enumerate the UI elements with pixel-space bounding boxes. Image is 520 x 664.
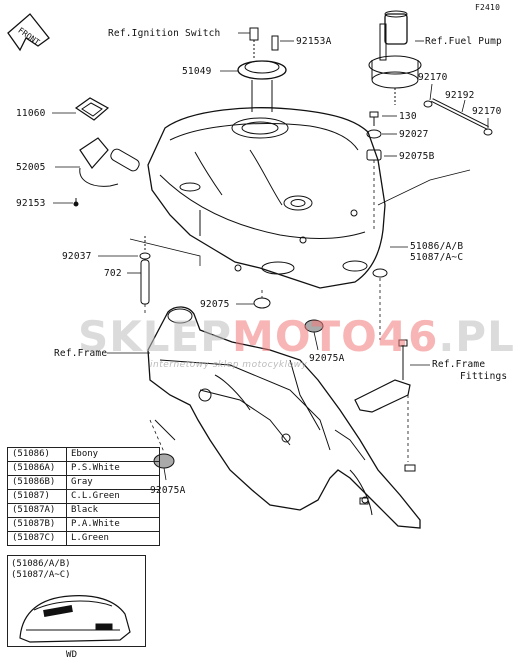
label-92170-b: 92170 bbox=[472, 106, 502, 117]
color-table: (51086)Ebony (51086A)P.S.White (51086B)G… bbox=[7, 447, 160, 546]
table-row: (51087B)P.A.White bbox=[7, 517, 160, 532]
label-92037: 92037 bbox=[62, 251, 92, 262]
wd-line-1: (51086/A/B) bbox=[11, 559, 71, 569]
label-11060: 11060 bbox=[16, 108, 46, 119]
fuel-pump bbox=[368, 10, 422, 105]
page-code: F2410 bbox=[475, 3, 501, 12]
label-92153a: 92153A bbox=[296, 36, 332, 47]
drain-hose-702 bbox=[139, 236, 151, 305]
wd-caption: WD bbox=[66, 650, 78, 660]
table-row: (51087C)L.Green bbox=[7, 531, 160, 546]
table-row: (51086A)P.S.White bbox=[7, 461, 160, 476]
label-92075b: 92075B bbox=[399, 151, 435, 162]
label-92075a-lower: 92075A bbox=[150, 485, 186, 496]
label-ref-ignition-switch: Ref.Ignition Switch bbox=[108, 28, 221, 39]
label-92075a-upper: 92075A bbox=[309, 353, 345, 364]
watermark: SKLEPMOTO46.PL bbox=[78, 312, 515, 361]
wd-tank-thumbnail bbox=[19, 595, 131, 643]
wd-box: (51086/A/B) (51087/A~C) bbox=[7, 555, 146, 647]
label-51086: 51086/A/B bbox=[410, 241, 464, 252]
label-ref-frame-fittings-2: Fittings bbox=[460, 371, 508, 382]
frame-fitting-bracket bbox=[354, 339, 416, 505]
front-arrow-icon: FRONT bbox=[7, 13, 50, 52]
label-51049: 51049 bbox=[182, 66, 212, 77]
label-92153: 92153 bbox=[16, 198, 46, 209]
table-row: (51086)Ebony bbox=[7, 447, 160, 462]
label-92192: 92192 bbox=[445, 90, 475, 101]
leader-lines bbox=[52, 32, 489, 481]
bush-92075b bbox=[366, 149, 382, 161]
table-row: (51087)C.L.Green bbox=[7, 489, 160, 504]
label-130: 130 bbox=[399, 111, 417, 122]
label-ref-fuel-pump: Ref.Fuel Pump bbox=[425, 36, 502, 47]
fuel-tank bbox=[147, 107, 388, 289]
label-ref-frame-fittings-1: Ref.Frame bbox=[432, 359, 486, 370]
table-row: (51086B)Gray bbox=[7, 475, 160, 490]
bolt-130 bbox=[369, 111, 379, 126]
frame bbox=[147, 306, 421, 529]
table-row: (51087A)Black bbox=[7, 503, 160, 518]
label-702: 702 bbox=[104, 268, 122, 279]
fuel-hose bbox=[423, 98, 493, 136]
wd-line-2: (51087/A~C) bbox=[11, 570, 71, 580]
fuel-level-sensor bbox=[73, 97, 140, 207]
washer-92027 bbox=[366, 129, 382, 139]
bush-92075 bbox=[253, 297, 271, 309]
watermark-subtitle: internetowy sklep motocyklowy bbox=[150, 360, 308, 370]
label-ref-frame: Ref.Frame bbox=[54, 348, 108, 359]
label-51087: 51087/A~C bbox=[410, 252, 464, 263]
label-92170-a: 92170 bbox=[418, 72, 448, 83]
label-92027: 92027 bbox=[399, 129, 429, 140]
label-92075: 92075 bbox=[200, 299, 230, 310]
label-52005: 52005 bbox=[16, 162, 46, 173]
fuel-cap bbox=[237, 27, 287, 112]
